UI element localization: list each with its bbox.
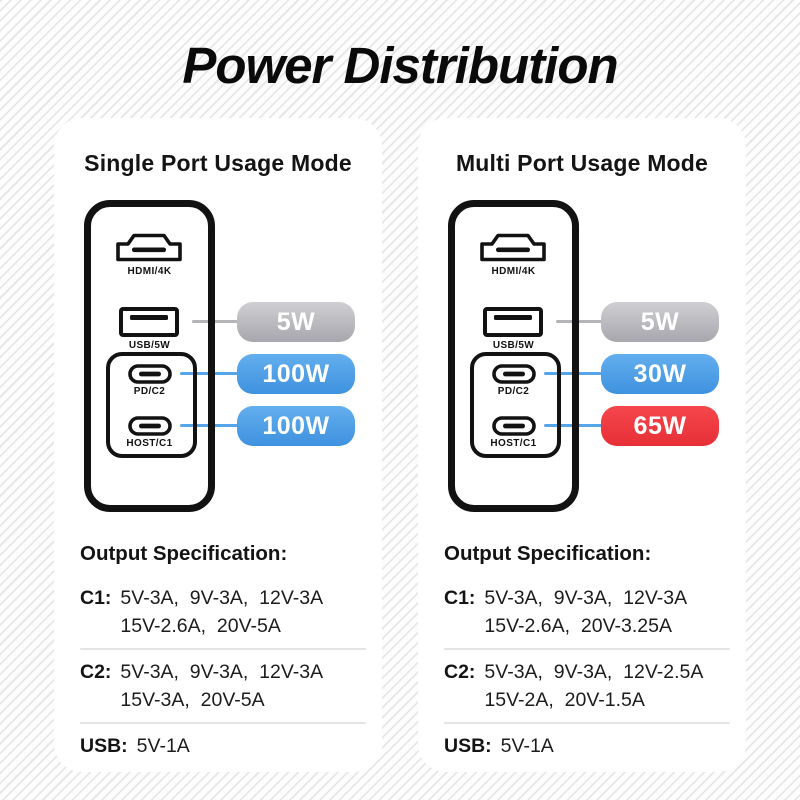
usb-a-port-label: USB/5W: [128, 340, 171, 351]
wattage-badge-pd-c2: 100W: [237, 354, 355, 394]
spec-c2-line1: 5V-3A, 9V-3A, 12V-2.5A: [484, 661, 704, 683]
spec-values-usb: 5V-1A: [137, 732, 190, 760]
hdmi-port-label: HDMI/4K: [491, 266, 536, 277]
hdmi-port-icon: [480, 233, 546, 262]
hdmi-port-icon: [116, 233, 182, 262]
spec-values-c1: 5V-3A, 9V-3A, 12V-3A 15V-2.6A, 20V-5A: [120, 584, 323, 640]
hdmi-port-label: HDMI/4K: [127, 266, 172, 277]
spec-label-c2: C2:: [444, 661, 476, 683]
spec-usb-line1: 5V-1A: [500, 735, 554, 757]
usb-c-port-label-pd: PD/C2: [497, 386, 530, 397]
usb-c-port-icon-host: [492, 416, 536, 436]
spec-values-c1: 5V-3A, 9V-3A, 12V-3A 15V-2.6A, 20V-3.25A: [484, 584, 687, 640]
spec-usb-line1: 5V-1A: [136, 735, 190, 757]
panel-title-multi: Multi Port Usage Mode: [455, 150, 709, 176]
wattage-badge-host-c1: 100W: [237, 406, 355, 446]
spec-divider: [444, 722, 730, 724]
usb-c-port-icon-host: [128, 416, 172, 436]
wattage-badge-host-c1: 65W: [601, 406, 719, 446]
spec-divider: [80, 648, 366, 650]
usb-c-port-label-host: HOST/C1: [126, 438, 173, 449]
usb-c-port-group-outline: [106, 352, 197, 458]
spec-row-c2: C2: 5V-3A, 9V-3A, 12V-3A 15V-3A, 20V-5A: [80, 658, 366, 714]
panel-single-port-mode: Single Port Usage Mode HDMI/4K USB/5W PD…: [54, 118, 382, 772]
spec-row-c1: C1: 5V-3A, 9V-3A, 12V-3A 15V-2.6A, 20V-5…: [80, 584, 366, 640]
spec-c2-line2: 15V-3A, 20V-5A: [120, 689, 265, 711]
panel-multi-port-mode: Multi Port Usage Mode HDMI/4K USB/5W PD/…: [418, 118, 746, 772]
spec-values-c2: 5V-3A, 9V-3A, 12V-2.5A 15V-2A, 20V-1.5A: [484, 658, 703, 714]
spec-values-usb: 5V-1A: [501, 732, 554, 760]
output-specification-single: Output Specification: C1: 5V-3A, 9V-3A, …: [80, 542, 366, 760]
spec-c1-line2: 15V-2.6A, 20V-3.25A: [484, 615, 672, 637]
panel-title-single: Single Port Usage Mode: [84, 150, 352, 176]
spec-c2-line2: 15V-2A, 20V-1.5A: [484, 689, 645, 711]
spec-heading: Output Specification:: [444, 542, 652, 565]
spec-label-c1: C1:: [444, 587, 476, 609]
wattage-badge-usb: 5W: [237, 302, 355, 342]
usb-c-port-icon-pd: [492, 364, 536, 384]
spec-c1-line1: 5V-3A, 9V-3A, 12V-3A: [484, 587, 688, 609]
usb-c-port-label-host: HOST/C1: [490, 438, 537, 449]
usb-c-port-icon-pd: [128, 364, 172, 384]
output-specification-multi: Output Specification: C1: 5V-3A, 9V-3A, …: [444, 542, 730, 760]
wattage-badge-pd-c2: 30W: [601, 354, 719, 394]
spec-label-c1: C1:: [80, 587, 112, 609]
usb-a-port-icon: [119, 307, 179, 337]
charger-device-outline: [84, 200, 215, 512]
spec-divider: [80, 722, 366, 724]
charger-device-outline: [448, 200, 579, 512]
spec-c1-line2: 15V-2.6A, 20V-5A: [120, 615, 281, 637]
usb-a-port-label: USB/5W: [492, 340, 535, 351]
spec-label-usb: USB:: [444, 735, 492, 757]
usb-a-port-icon: [483, 307, 543, 337]
connector-line-usb: [556, 320, 604, 323]
spec-row-c2: C2: 5V-3A, 9V-3A, 12V-2.5A 15V-2A, 20V-1…: [444, 658, 730, 714]
spec-row-usb: USB: 5V-1A: [444, 732, 730, 760]
page-title: Power Distribution: [182, 37, 618, 94]
spec-label-usb: USB:: [80, 735, 128, 757]
spec-row-usb: USB: 5V-1A: [80, 732, 366, 760]
spec-c2-line1: 5V-3A, 9V-3A, 12V-3A: [120, 661, 324, 683]
usb-c-port-group-outline: [470, 352, 561, 458]
spec-label-c2: C2:: [80, 661, 112, 683]
connector-line-usb: [192, 320, 240, 323]
spec-row-c1: C1: 5V-3A, 9V-3A, 12V-3A 15V-2.6A, 20V-3…: [444, 584, 730, 640]
usb-c-port-label-pd: PD/C2: [133, 386, 166, 397]
spec-heading: Output Specification:: [80, 542, 288, 565]
spec-values-c2: 5V-3A, 9V-3A, 12V-3A 15V-3A, 20V-5A: [120, 658, 323, 714]
spec-divider: [444, 648, 730, 650]
spec-c1-line1: 5V-3A, 9V-3A, 12V-3A: [120, 587, 324, 609]
wattage-badge-usb: 5W: [601, 302, 719, 342]
